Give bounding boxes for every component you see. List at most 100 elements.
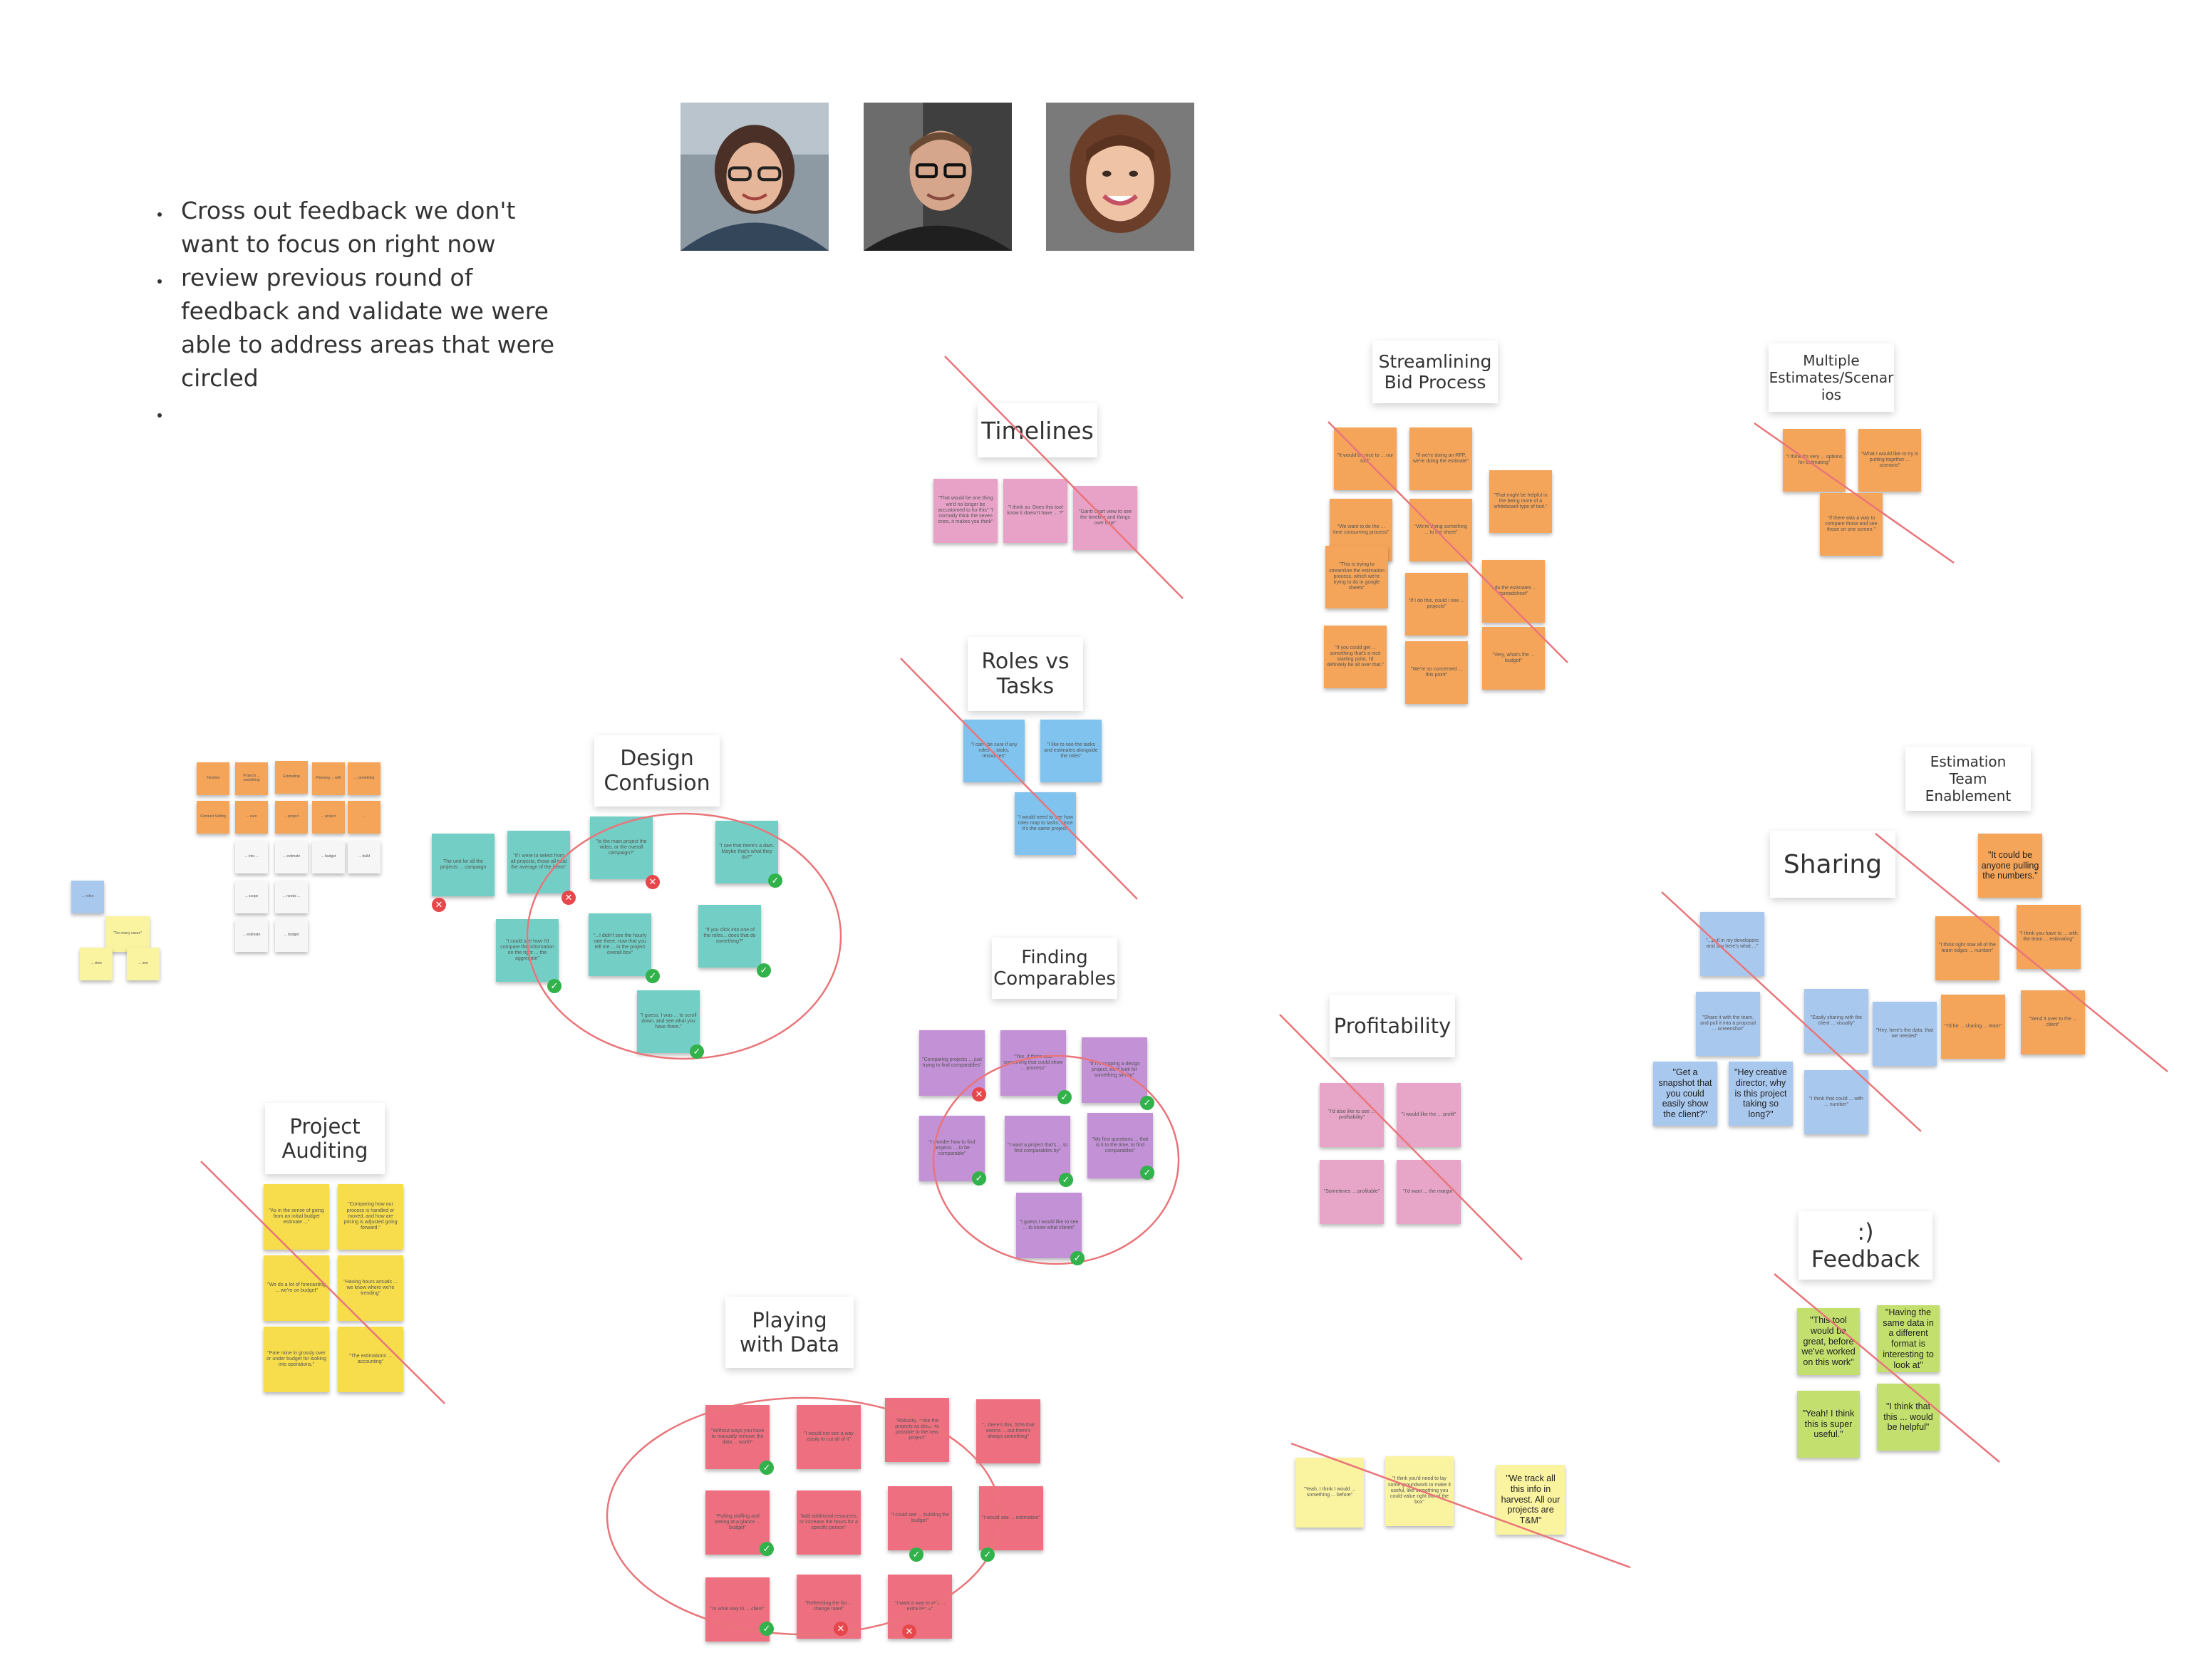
sticky-note[interactable]: "...there's this, 50% that seems ... out… [976, 1399, 1040, 1463]
sticky-note[interactable]: "I would like the ... profit" [1397, 1083, 1461, 1147]
sticky-note[interactable]: "I think so. Does this tool know it does… [1003, 479, 1067, 543]
sticky-note[interactable]: "I want a project that's ... to find com… [1005, 1116, 1070, 1181]
avatar-woman-glasses-icon[interactable] [680, 103, 829, 251]
sticky-note[interactable]: "The estimations ... accounting" [338, 1327, 403, 1392]
timelines-title[interactable]: Timelines [978, 403, 1097, 457]
sticky-note[interactable]: ... needs ... [275, 881, 308, 913]
sticky-note[interactable]: "I think it's very ... options for estim… [1783, 429, 1846, 492]
sticky-note[interactable]: Contract Setting [197, 801, 229, 834]
sticky-note[interactable]: "I think that could ... with ... number" [1804, 1070, 1868, 1134]
sticky-note[interactable]: "Yes, if there was something that could … [1000, 1030, 1066, 1096]
sticky-note[interactable]: "Comparing projects ... just trying to f… [919, 1030, 985, 1096]
sticky-note[interactable]: "Is the main project the video, or the o… [590, 816, 653, 879]
streamlining-title[interactable]: Streamlining Bid Process [1372, 341, 1498, 403]
sticky-note[interactable]: "I do the estimates ... spreadsheet" [1482, 560, 1545, 623]
sticky-note[interactable]: "Get a snapshot that you could easily sh… [1653, 1062, 1717, 1126]
sticky-note[interactable]: "Having the same data in a different for… [1877, 1305, 1940, 1372]
sticky-note[interactable]: "...pull in my developers and say here's… [1700, 912, 1764, 976]
sticky-note[interactable]: "Comparing how our process is handled or… [338, 1184, 403, 1250]
design-confusion-title[interactable]: Design Confusion [594, 735, 720, 807]
sticky-note[interactable]: "I wonder how to find projects ... to be… [919, 1116, 985, 1181]
sticky-note[interactable]: "I think you'd need to lay some groundwo… [1385, 1456, 1454, 1526]
feedback-title[interactable]: :) Feedback [1799, 1211, 1932, 1280]
sticky-note[interactable]: "Hey, here's the data, that we needed" [1873, 1002, 1937, 1066]
sticky-note[interactable]: "If we're doing an RFP, we're doing the … [1409, 427, 1472, 490]
sticky-note[interactable]: "It could be anyone pulling the numbers.… [1978, 834, 2042, 898]
sticky-note[interactable]: ... budget [275, 919, 308, 952]
sticky-note[interactable]: "As in the sense of going from an initia… [264, 1184, 329, 1250]
sticky-note[interactable]: "If I'm scoping a design project, we'd l… [1082, 1037, 1147, 1103]
sticky-note[interactable]: "I'd want ... the margin" [1397, 1160, 1461, 1224]
sticky-note[interactable]: "Gantt chart view to see the timeline an… [1073, 486, 1137, 550]
sticky-note[interactable]: "I would not see a way easily to cut all… [797, 1405, 861, 1469]
project-auditing-title[interactable]: Project Auditing [265, 1103, 385, 1174]
sticky-note[interactable]: "It would be nice to ... our tool" [1334, 427, 1397, 490]
sticky-note[interactable]: "I would see ... estimation" [979, 1486, 1043, 1550]
sticky-note[interactable]: "I would need to see how roles map to ta… [1015, 792, 1076, 855]
sticky-note[interactable]: "I could see ... building the budget" [888, 1486, 952, 1550]
sticky-note[interactable]: "I like to see the tasks and estimates a… [1040, 720, 1102, 782]
sticky-note[interactable]: "I could see how I'd compare the informa… [496, 919, 559, 982]
sticky-note[interactable]: ... view [80, 948, 113, 980]
sticky-note[interactable]: "Easily sharing with the client ... visu… [1804, 989, 1868, 1053]
sticky-note[interactable]: Planning ... with [312, 762, 345, 795]
sticky-note[interactable]: "Sometimes ... profitable" [1320, 1160, 1384, 1224]
multiple-estimates-title[interactable]: Multiple Estimates/Scenar ios [1769, 343, 1894, 412]
sticky-note[interactable]: "What I would like to try is putting tog… [1858, 429, 1921, 492]
sticky-note[interactable]: "I guess I would like to see ... to know… [1016, 1193, 1082, 1258]
sticky-note[interactable]: "If you could get ... something that's a… [1324, 626, 1387, 688]
sticky-note[interactable]: "...I didn't see the hourly rate there, … [589, 913, 651, 976]
sticky-note[interactable]: "I think you have to ... with the team .… [2017, 905, 2081, 969]
sticky-note[interactable]: ... [348, 801, 381, 834]
sticky-note[interactable]: "That might be helpful in the being more… [1489, 470, 1552, 533]
sticky-note[interactable]: ... sure [235, 801, 268, 834]
playing-with-data-title[interactable]: Playing with Data [725, 1297, 854, 1368]
sticky-note[interactable]: Projects ... something [235, 762, 268, 795]
roles-vs-tasks-title[interactable]: Roles vs Tasks [968, 637, 1083, 711]
sticky-note[interactable]: "I want a way to add ... extra items" [888, 1575, 952, 1639]
sticky-note[interactable]: "Refreshing the list ... change rates" [797, 1575, 861, 1639]
sticky-note[interactable]: ... estimate [275, 841, 308, 873]
sticky-note[interactable]: "Add additional resources, or increase t… [797, 1490, 861, 1555]
sticky-note[interactable]: "If there was a way to compare those and… [1820, 493, 1883, 556]
sticky-note[interactable]: "We're doing something ... to the sheet" [1409, 499, 1472, 561]
sticky-note[interactable]: "I'd also like to see ... profitability" [1320, 1083, 1384, 1147]
sticky-note[interactable]: "I can't be sure if any roles ... tasks,… [963, 720, 1025, 782]
sticky-note[interactable]: "Robustly make the projects as close as … [885, 1398, 949, 1462]
sticky-note[interactable]: "Share it with the team, and pull it int… [1696, 992, 1760, 1056]
sticky-note[interactable]: "Yeah! I think this is super useful." [1797, 1391, 1860, 1458]
sticky-note[interactable]: "I'd be ... sharing ... team" [1941, 995, 2005, 1059]
sticky-note[interactable]: "This is trying to streamline the estima… [1325, 546, 1388, 608]
sticky-note[interactable]: ... build [348, 841, 381, 873]
sticky-note[interactable]: ... estimate [235, 919, 268, 952]
sticky-note[interactable]: "Very, what's the ... budget" [1482, 627, 1545, 690]
sticky-note[interactable]: ... scope [235, 881, 268, 913]
finding-comparables-title[interactable]: Finding Comparables [992, 938, 1117, 999]
sticky-note[interactable]: ... roles [71, 881, 104, 913]
sticky-note[interactable]: "We track all this info in harvest. All … [1496, 1465, 1565, 1535]
sticky-note[interactable]: ... budget [312, 841, 345, 873]
sticky-note[interactable]: "Too many cases" [105, 916, 150, 952]
sticky-note[interactable]: Estimating [275, 761, 308, 794]
sticky-note[interactable]: "Hey creative director, why is this proj… [1729, 1062, 1793, 1126]
avatar-woman-smiling-icon[interactable] [1046, 103, 1194, 251]
sticky-note[interactable]: "Pare mine in grossly over or under budg… [264, 1327, 329, 1392]
profitability-title[interactable]: Profitability [1330, 995, 1455, 1057]
sticky-note[interactable]: "I think that this ... would be helpful" [1877, 1384, 1940, 1451]
sticky-note[interactable]: "I think right now all of the team edges… [1935, 916, 1999, 980]
sticky-note[interactable]: "Having hours actuals ... we know where … [338, 1255, 403, 1321]
sticky-note[interactable]: ... project [312, 801, 345, 834]
sharing-title[interactable]: Sharing [1770, 831, 1895, 898]
sticky-note[interactable]: ... into ... [235, 841, 268, 873]
sticky-note[interactable]: "If you click into one of the roles... d… [698, 905, 761, 968]
sticky-note[interactable]: "Without ways you have to manually remov… [705, 1405, 770, 1469]
sticky-note[interactable]: "We do a lot of forecasting ... we're on… [264, 1255, 329, 1321]
sticky-note[interactable]: "If I do this, could I see ... projects" [1405, 573, 1468, 636]
sticky-note[interactable]: "If I were to select from all projects, … [507, 831, 570, 893]
sticky-note[interactable]: "Send it over to the ... client" [2021, 990, 2085, 1054]
sticky-note[interactable]: "I guess, I was ... to scroll down, and … [637, 990, 700, 1053]
sticky-note[interactable]: ... see [127, 948, 160, 980]
avatar-man-glasses-icon[interactable] [864, 103, 1012, 251]
sticky-note[interactable]: "Yeah, I think I would ... something ...… [1295, 1458, 1364, 1528]
